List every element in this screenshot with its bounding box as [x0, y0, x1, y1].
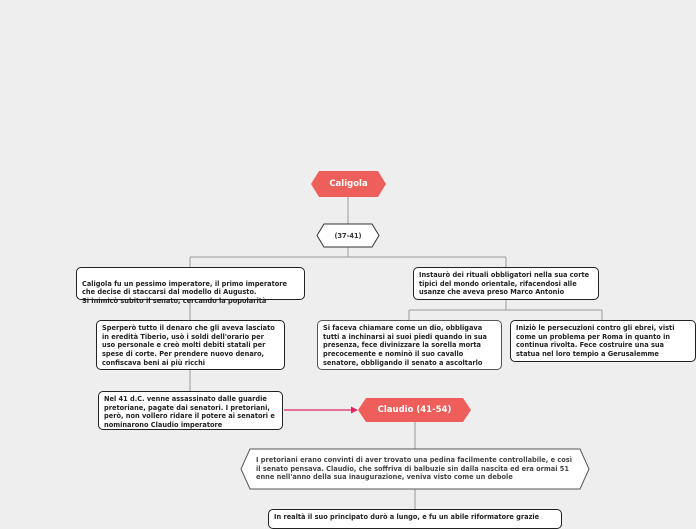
- node-right2a[interactable]: Si faceva chiamare come un dio, obbligav…: [317, 320, 502, 370]
- node-claudio-desc-text: I pretoriani erano convinti di aver trov…: [256, 455, 572, 482]
- node-caligola-label: Caligola: [329, 179, 368, 189]
- node-caligola[interactable]: Caligola: [311, 171, 386, 197]
- node-years-label: (37-41): [334, 231, 362, 240]
- node-right1-text: Instaurò dei rituali obbligatori nella s…: [419, 271, 590, 297]
- node-left3-text: Nel 41 d.C. venne assassinato dalle guar…: [104, 395, 275, 430]
- node-left2-text: Sperperò tutto il denaro che gli aveva l…: [102, 324, 275, 367]
- node-claudio[interactable]: Claudio (41-54): [358, 398, 471, 422]
- node-left3[interactable]: Nel 41 d.C. venne assassinato dalle guar…: [98, 391, 283, 430]
- node-years[interactable]: (37-41): [317, 224, 379, 247]
- node-claudio-desc[interactable]: I pretoriani erano convinti di aver trov…: [253, 449, 577, 489]
- years-node-outline: [316, 223, 380, 248]
- node-claudio-more[interactable]: In realtà il suo principato durò a lungo…: [268, 509, 562, 529]
- node-right2a-text: Si faceva chiamare come un dio, obbligav…: [323, 324, 488, 367]
- node-right1[interactable]: Instaurò dei rituali obbligatori nella s…: [413, 267, 599, 300]
- claudio-desc-outline: [240, 448, 590, 490]
- node-right2b[interactable]: Iniziò le persecuzioni contro gli ebrei,…: [510, 320, 696, 362]
- relation-arrow-head: [351, 406, 358, 414]
- node-left2[interactable]: Sperperò tutto il denaro che gli aveva l…: [96, 320, 285, 370]
- node-right2b-text: Iniziò le persecuzioni contro gli ebrei,…: [516, 324, 675, 359]
- node-claudio-label: Claudio (41-54): [377, 405, 452, 415]
- node-left1-text: Caligola fu un pessimo imperatore, il pr…: [82, 279, 288, 306]
- node-claudio-more-text: In realtà il suo principato durò a lungo…: [274, 513, 540, 521]
- node-left1[interactable]: Caligola fu un pessimo imperatore, il pr…: [76, 267, 305, 305]
